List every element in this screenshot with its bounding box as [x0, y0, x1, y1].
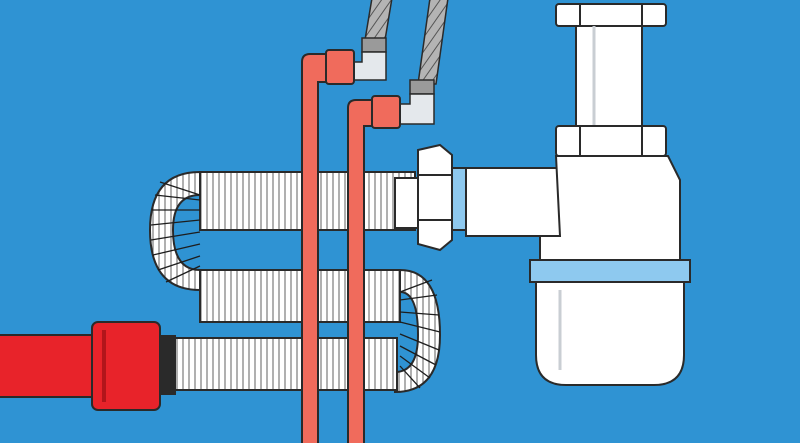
supply-fitting-left	[325, 49, 355, 85]
supply-fitting-right	[371, 95, 401, 129]
sewer-inlet-pipe	[0, 321, 176, 411]
trap-outlet-connector	[394, 143, 467, 252]
trap-side-outlet	[465, 167, 563, 237]
drain-pipe-body	[0, 334, 94, 398]
outlet-nut	[417, 143, 453, 252]
water-supply-pipes	[301, 49, 401, 443]
hose-nut-left	[361, 37, 387, 53]
supply-hose-right	[417, 0, 449, 85]
trap-bottle-ring	[529, 259, 691, 283]
trap-tail-pipe	[575, 25, 643, 127]
hose-nut-right	[409, 79, 435, 95]
flexible-supply-hoses	[351, 0, 449, 125]
drain-rubber-seal	[159, 335, 176, 395]
hose-bend-shading	[150, 181, 441, 389]
outlet-sleeve	[394, 177, 420, 229]
trap-top-nut	[555, 3, 667, 27]
bottle-trap	[465, 3, 691, 386]
trap-middle-nut	[555, 125, 667, 157]
trap-bottle-body	[539, 155, 681, 263]
trap-lower-cup	[535, 281, 685, 386]
hose-middle-run	[199, 269, 401, 323]
outlet-gasket	[451, 167, 467, 231]
